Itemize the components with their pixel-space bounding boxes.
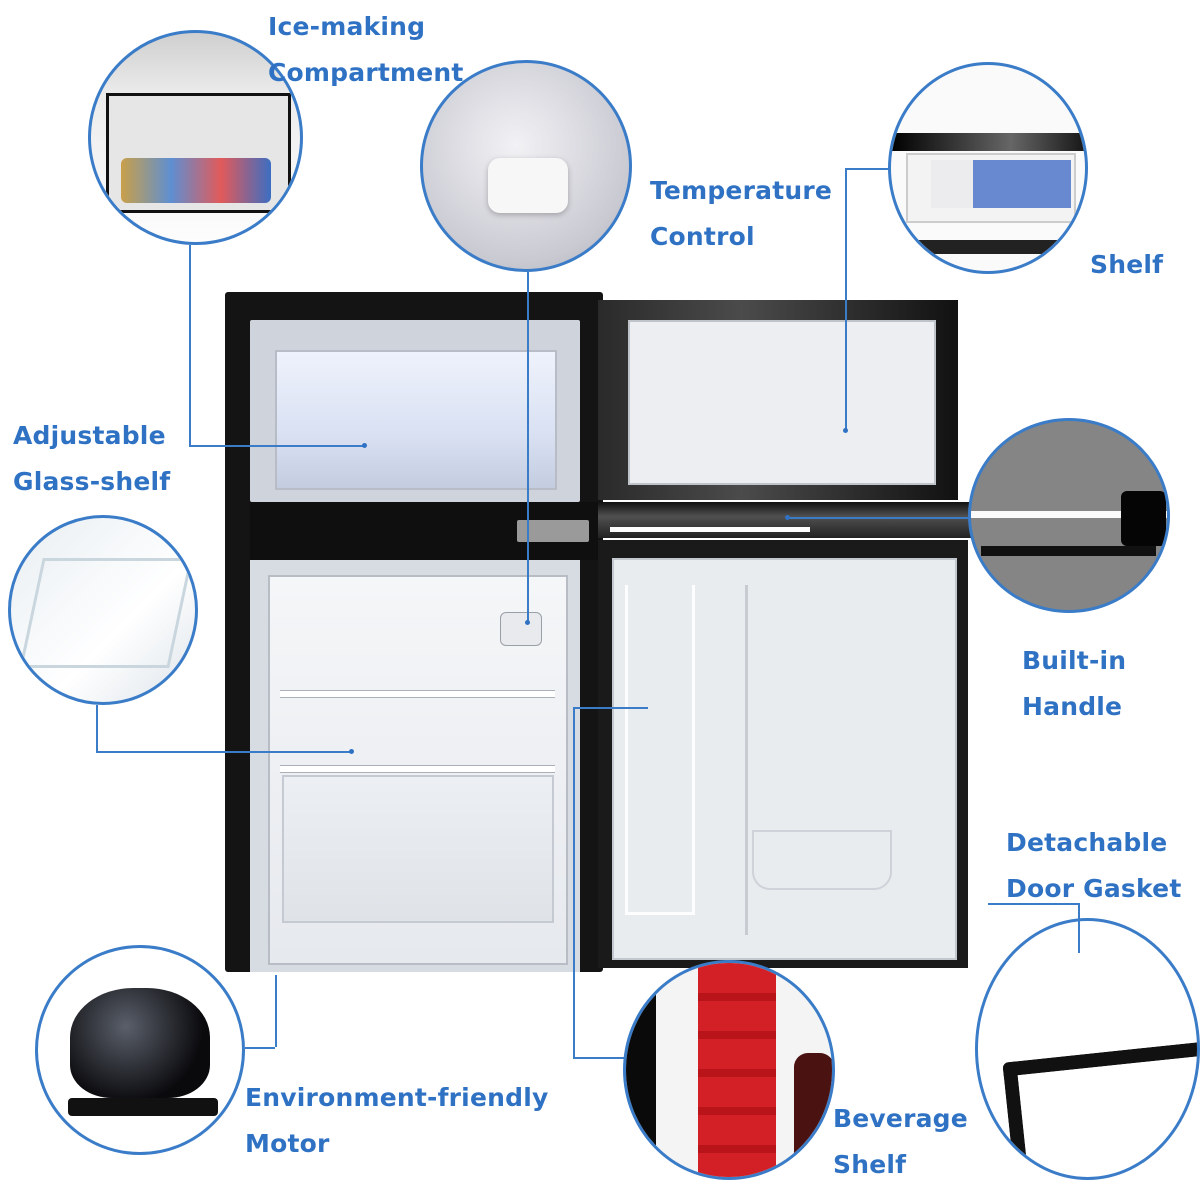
- can-rack: [625, 585, 695, 915]
- connector-door-shelf: [845, 168, 847, 430]
- beverage-shelf-detail-circle: [623, 960, 835, 1180]
- freezer-cavity: [275, 350, 557, 490]
- connector-beverage: [573, 707, 575, 1057]
- label-adjustable-glass-shelf: Adjustable Glass-shelf: [13, 413, 170, 505]
- connector-beverage-bottom: [573, 1057, 625, 1059]
- label-line: Built-in: [1022, 646, 1127, 675]
- label-line: Handle: [1022, 692, 1123, 721]
- label-ice-making-compartment: Ice-making Compartment: [268, 4, 464, 96]
- handle-detail-circle: [968, 418, 1170, 613]
- ice-making-detail-circle: [88, 30, 303, 245]
- connector-gasket: [988, 903, 1078, 905]
- door-bin: [752, 830, 892, 890]
- temperature-control-detail-circle: [420, 60, 632, 272]
- freezer-door-inner: [628, 320, 936, 485]
- label-line: Environment-friendly: [245, 1083, 549, 1112]
- connector-beverage-top: [573, 707, 648, 709]
- connector-freezer-h: [189, 445, 364, 447]
- glass-shelf-detail-circle: [8, 515, 198, 705]
- motor-detail-circle: [35, 945, 245, 1155]
- label-line: Shelf: [833, 1150, 907, 1179]
- thermostat-knob: [488, 158, 568, 213]
- wine-bottle: [794, 1053, 832, 1177]
- milk-cartons: [931, 160, 1071, 208]
- connector-gasket-v: [1078, 903, 1080, 953]
- glass-shelf-upper: [280, 690, 555, 698]
- thermostat-dial: [500, 612, 542, 646]
- connector-door-shelf-h: [845, 168, 890, 170]
- connector-motor: [275, 975, 277, 1047]
- label-line: Door Gasket: [1006, 874, 1182, 903]
- label-detachable-door-gasket: Detachable Door Gasket: [1006, 820, 1181, 912]
- handle-highlight: [610, 527, 810, 532]
- label-line: Temperature: [650, 176, 833, 205]
- label-temperature-control: Temperature Control: [650, 168, 832, 260]
- label-built-in-handle: Built-in Handle: [1022, 638, 1126, 730]
- glass-shelf-edge: [19, 558, 193, 668]
- label-line: Adjustable: [13, 421, 166, 450]
- connector-handle: [787, 517, 970, 519]
- connector-freezer: [189, 245, 191, 445]
- label-shelf: Shelf: [1090, 242, 1163, 288]
- label-environment-friendly-motor: Environment-friendly Motor: [245, 1075, 548, 1167]
- fridge-door-inner: [612, 558, 957, 960]
- label-line: Ice-making: [268, 12, 426, 41]
- crisper-drawer: [282, 775, 554, 923]
- food-containers: [121, 158, 271, 203]
- handle-strip: [598, 502, 978, 538]
- soda-cans: [698, 963, 776, 1177]
- label-beverage-shelf: Beverage Shelf: [833, 1096, 968, 1188]
- connector-glass-shelf-h: [96, 751, 351, 753]
- label-line: Beverage: [833, 1104, 968, 1133]
- connector-motor-h: [245, 1047, 275, 1049]
- door-shelf-detail-circle: [888, 62, 1088, 274]
- label-line: Control: [650, 222, 755, 251]
- label-line: Detachable: [1006, 828, 1168, 857]
- label-line: Glass-shelf: [13, 467, 171, 496]
- glass-shelf-lower: [280, 765, 555, 773]
- door-rack-divider: [745, 585, 748, 935]
- connector-thermostat: [527, 272, 529, 622]
- handle-bar: [971, 511, 1167, 518]
- compressor: [70, 988, 210, 1098]
- gasket-detail-circle: [975, 918, 1200, 1180]
- label-line: Motor: [245, 1129, 330, 1158]
- label-line: Shelf: [1090, 250, 1164, 279]
- door-hinge: [517, 520, 589, 542]
- door-gasket: [1002, 1039, 1197, 1177]
- label-line: Compartment: [268, 58, 464, 87]
- connector-glass-shelf: [96, 705, 98, 751]
